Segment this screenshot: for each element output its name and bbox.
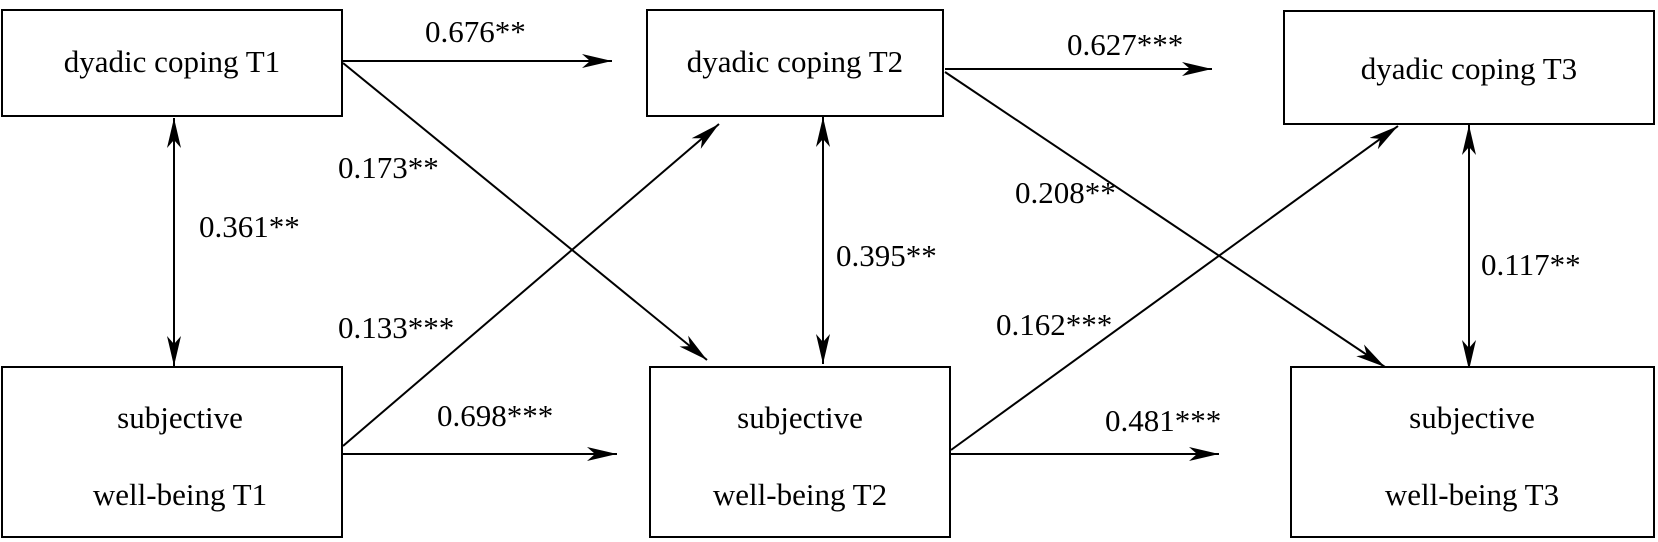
node-label-line-2: well-being T1 <box>93 477 267 512</box>
coef-dc3-swb3: 0.117** <box>1481 247 1581 282</box>
edge-swb1-dc2 <box>342 123 720 447</box>
node-label: dyadic coping T1 <box>64 44 280 79</box>
node-subjective-well-being-t3: subjective well-being T3 <box>1290 366 1655 538</box>
edge-dc2-swb3 <box>944 71 1386 368</box>
coef-swb1-swb2: 0.698*** <box>437 398 553 433</box>
coef-dc1-dc2: 0.676** <box>425 14 526 49</box>
node-dyadic-coping-t2: dyadic coping T2 <box>646 9 944 117</box>
edge-swb2-dc3 <box>950 125 1399 451</box>
coef-dc1-swb2: 0.173** <box>338 150 439 185</box>
coef-dc2-dc3: 0.627*** <box>1067 27 1183 62</box>
coef-dc2-swb3: 0.208** <box>1015 175 1116 210</box>
node-label-line-2: well-being T2 <box>713 477 887 512</box>
node-label: dyadic coping T3 <box>1361 51 1577 86</box>
node-label-line-1: subjective <box>737 400 863 435</box>
coef-swb2-swb3: 0.481*** <box>1105 403 1221 438</box>
node-subjective-well-being-t2: subjective well-being T2 <box>649 366 951 538</box>
node-dyadic-coping-t3: dyadic coping T3 <box>1283 10 1655 125</box>
coef-dc1-swb1: 0.361** <box>199 209 300 244</box>
node-dyadic-coping-t1: dyadic coping T1 <box>1 9 343 117</box>
coef-swb2-dc3: 0.162*** <box>996 307 1112 342</box>
node-label-line-1: subjective <box>117 400 243 435</box>
coef-swb1-dc2: 0.133*** <box>338 310 454 345</box>
node-label-line-1: subjective <box>1409 400 1535 435</box>
node-label-line-2: well-being T3 <box>1385 477 1559 512</box>
node-label: dyadic coping T2 <box>687 44 903 79</box>
node-subjective-well-being-t1: subjective well-being T1 <box>1 366 343 538</box>
coef-dc2-swb2: 0.395** <box>836 238 937 273</box>
edge-dc1-swb2 <box>342 62 708 361</box>
